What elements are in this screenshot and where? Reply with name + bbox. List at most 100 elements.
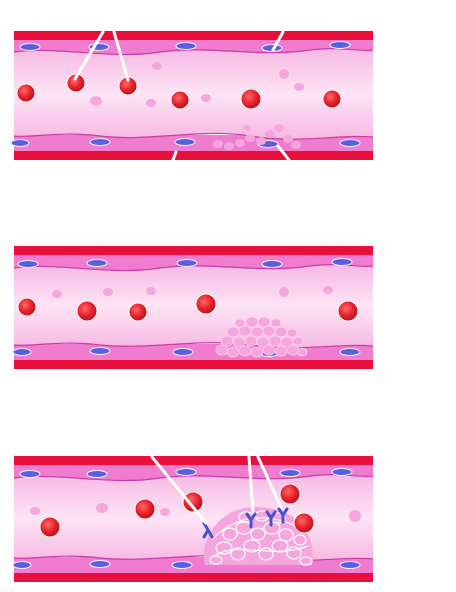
- platelet-icon: [294, 83, 304, 91]
- nucleus-icon: [175, 42, 197, 50]
- red-blood-cell-icon: [39, 516, 61, 538]
- label-line: [73, 30, 105, 81]
- platelet-icon: [160, 508, 170, 516]
- platelet-icon: [224, 142, 234, 150]
- red-blood-cell-icon: [240, 88, 262, 110]
- antibody-group: [202, 507, 289, 539]
- platelet-icon: [257, 316, 271, 328]
- red-blood-cell-icon: [195, 293, 217, 315]
- platelet-icon: [292, 336, 304, 346]
- label-line: [112, 30, 130, 82]
- platelet-icon: [238, 345, 252, 357]
- nucleus-icon: [261, 44, 283, 52]
- nucleus-icon: [10, 139, 30, 147]
- vessel-wall-bottom: [14, 360, 373, 369]
- nucleus-icon: [89, 347, 111, 355]
- platelet-icon: [280, 336, 294, 348]
- nucleus-icon: [339, 561, 361, 569]
- antibody-icon: [277, 507, 289, 524]
- nucleus-icon: [89, 560, 111, 568]
- platelet-icon: [90, 96, 102, 106]
- nucleus-icon: [329, 41, 351, 49]
- antibody-icon: [202, 521, 214, 539]
- vessel-wall-top: [14, 246, 373, 255]
- platelet-icon: [256, 336, 270, 348]
- platelet-icon: [235, 139, 245, 147]
- label-lines-panel-1: [73, 30, 291, 162]
- vessel-lumen: [14, 474, 373, 561]
- red-blood-cell-icon: [322, 89, 342, 109]
- platelet-icon: [146, 99, 156, 107]
- platelet-icon: [279, 287, 289, 297]
- platelet-icon: [296, 347, 308, 357]
- antibody-icon: [265, 510, 277, 527]
- platelet-icon: [274, 124, 284, 132]
- platelet-icon: [245, 134, 255, 142]
- red-blood-cell-icon: [66, 73, 86, 93]
- nucleus-icon: [86, 470, 108, 478]
- label-lines-panel-3: [150, 455, 283, 525]
- platelet-icon: [250, 326, 264, 338]
- platelet-icon: [270, 318, 282, 328]
- vessel-lumen: [14, 48, 373, 140]
- endothelium-line-bottom: [13, 555, 374, 562]
- nucleus-icon: [339, 139, 361, 147]
- vessel-wall-top: [14, 31, 373, 40]
- red-blood-cell-icon: [76, 300, 98, 322]
- platelet-icon: [226, 326, 240, 338]
- red-blood-cell-icon: [337, 300, 359, 322]
- vessel-panel-3: [12, 455, 374, 582]
- vessel-panel-1: [10, 30, 374, 162]
- nucleus-icon: [19, 43, 41, 51]
- platelet-icon: [256, 137, 266, 145]
- platelet-icon: [215, 344, 229, 356]
- platelet-icon: [262, 325, 276, 337]
- vessel-panel-2: [12, 246, 374, 369]
- platelet-icon: [279, 69, 289, 79]
- red-blood-cell-icon: [128, 302, 148, 322]
- endothelium-line-bottom: [13, 342, 374, 349]
- platelet-icon: [283, 135, 293, 143]
- label-line: [271, 30, 285, 52]
- red-blood-cell-icon: [279, 483, 301, 505]
- label-line: [150, 455, 208, 525]
- nucleus-icon: [12, 348, 32, 356]
- fibrin-clot: [203, 506, 313, 566]
- platelet-icon: [146, 287, 156, 295]
- vessel-wall-top: [14, 456, 373, 465]
- label-line: [171, 150, 178, 162]
- nucleus-icon: [175, 468, 197, 476]
- nucleus-icon: [279, 469, 301, 477]
- platelet-icon: [201, 94, 211, 102]
- platelet-aggregate: [215, 316, 308, 358]
- platelet-icon: [52, 290, 62, 298]
- platelet-icon: [152, 62, 162, 70]
- vessel-wall-bottom: [14, 151, 373, 160]
- nucleus-icon: [86, 259, 108, 267]
- platelet-icon: [238, 325, 252, 337]
- platelet-icon: [265, 130, 275, 138]
- platelet-icon: [243, 125, 251, 131]
- label-line: [256, 455, 283, 509]
- platelet-icon: [274, 326, 288, 338]
- platelet-icon: [232, 336, 246, 348]
- red-blood-cell-icon: [16, 83, 36, 103]
- vessel-wall-bottom: [14, 573, 373, 582]
- nucleus-icon: [171, 561, 193, 569]
- nucleus-icon: [19, 470, 41, 478]
- platelet-icon: [96, 503, 108, 513]
- nucleus-icon: [331, 258, 353, 266]
- platelet-icon: [234, 318, 246, 328]
- nucleus-icon: [172, 348, 194, 356]
- nucleus-icon: [339, 348, 361, 356]
- platelet-clump-loose: [213, 124, 301, 150]
- red-blood-cell-icon: [17, 297, 37, 317]
- platelet-icon: [245, 316, 259, 328]
- platelet-icon: [274, 345, 288, 357]
- platelet-icon: [250, 346, 264, 358]
- label-line: [247, 455, 255, 514]
- red-blood-cell-icon: [182, 491, 204, 513]
- platelet-icon: [323, 286, 333, 294]
- platelet-icon: [268, 335, 282, 347]
